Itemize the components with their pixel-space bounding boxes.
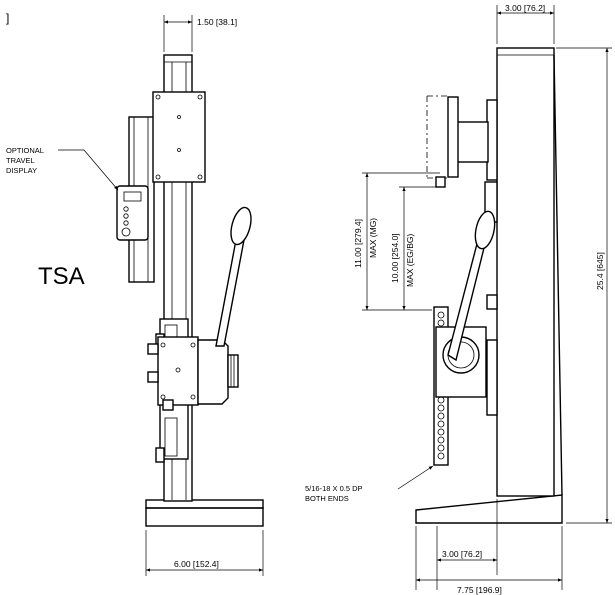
front-pinion-housing [197, 339, 229, 405]
thread-note-line2: BOTH ENDS [305, 494, 349, 503]
front-handle-knob [230, 206, 252, 246]
front-gearbox [157, 336, 199, 406]
dim-max-egbg-value: 10.00 [254.0] [390, 233, 400, 283]
side-view [415, 47, 563, 524]
callout-travel: TRAVEL [6, 156, 35, 165]
side-handle-knob [474, 210, 496, 250]
callout-optional: OPTIONAL [6, 146, 44, 155]
side-tool-holder [455, 121, 489, 163]
dim-max-egbg-label: MAX (EG/BG) [405, 233, 415, 287]
front-view [116, 54, 264, 527]
dim-column-offset: 1.50 [38.1] [197, 17, 237, 27]
callout-thread-note: 5/16-18 X 0.5 DP BOTH ENDS [305, 465, 434, 503]
front-view-dimensions: 1.50 [38.1] 6.00 [152.4] [145, 15, 264, 576]
dim-base-width-front: 6.00 [152.4] [174, 559, 219, 569]
dim-base-depth-inner: 3.00 [76.2] [442, 549, 482, 559]
side-column [496, 47, 555, 497]
front-travel-display [116, 185, 149, 241]
dim-max-mg-label: MAX (MG) [368, 218, 378, 258]
front-handle-lever [215, 239, 245, 347]
corner-mark: ] [6, 11, 9, 25]
side-view-dimensions: 3.00 [76.2] 25.4 [645] 11.00 [279.4] MAX… [353, 3, 612, 595]
dim-base-depth-total: 7.75 [196.9] [457, 585, 502, 595]
dim-max-mg-value: 11.00 [279.4] [353, 219, 363, 268]
thread-note-line1: 5/16-18 X 0.5 DP [305, 484, 363, 493]
model-label: TSA [38, 263, 85, 290]
callout-travel-display: OPTIONAL TRAVEL DISPLAY [6, 146, 119, 191]
side-base [415, 494, 563, 524]
callout-display: DISPLAY [6, 166, 37, 175]
dim-overall-height: 25.4 [645] [595, 252, 605, 290]
front-mount-plate [152, 91, 206, 183]
front-base [145, 507, 264, 527]
dim-column-depth: 3.00 [76.2] [505, 3, 545, 13]
